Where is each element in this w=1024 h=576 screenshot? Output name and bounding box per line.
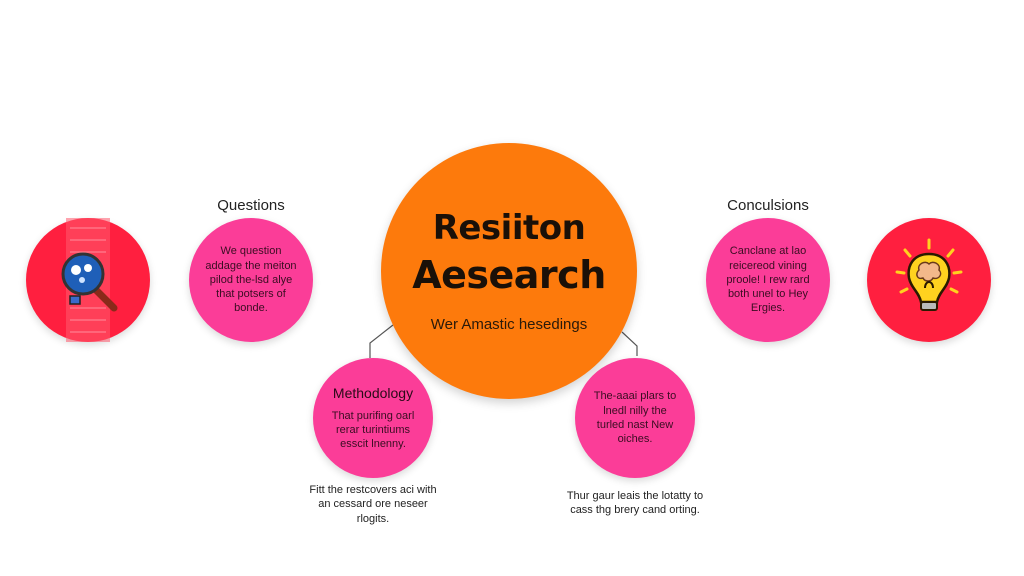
methodology-text: That purifing oarl rerar turintiums essc… bbox=[331, 409, 415, 451]
conclusions-text: Canclane at lao reicereod vining proole!… bbox=[726, 245, 810, 315]
center-node: Resiiton Aesearch Wer Amastic hesedings bbox=[381, 143, 637, 399]
connector-methodology bbox=[369, 324, 394, 358]
center-title-line1: Resiiton bbox=[432, 208, 586, 249]
lightbulb-circle bbox=[867, 218, 991, 342]
center-subtitle: Wer Amastic hesedings bbox=[430, 315, 588, 333]
conclusions-node: Canclane at lao reicereod vining proole!… bbox=[706, 218, 830, 342]
methodology-title: Methodology bbox=[332, 384, 414, 401]
methodology-caption: Fitt the restcovers aci with an cessard … bbox=[309, 484, 437, 525]
connector-findings bbox=[621, 331, 638, 356]
methodology-node: Methodology That purifing oarl rerar tur… bbox=[313, 358, 433, 478]
magnifying-glass-icon bbox=[61, 218, 118, 342]
questions-node: We question addage the meiton pilod the-… bbox=[189, 218, 313, 342]
magnifier-circle bbox=[26, 218, 150, 342]
findings-text: The-aaai plars to lnedl nilly the turled… bbox=[593, 390, 677, 446]
conclusions-label: Conculsions bbox=[727, 197, 809, 214]
questions-text: We question addage the meiton pilod the-… bbox=[205, 245, 297, 315]
lightbulb-brain-icon bbox=[895, 238, 963, 311]
questions-label: Questions bbox=[217, 197, 285, 214]
findings-caption: Thur gaur leais the lotatty to cass thg … bbox=[566, 490, 704, 517]
findings-node: The-aaai plars to lnedl nilly the turled… bbox=[575, 358, 695, 478]
center-title-line2: Aesearch bbox=[412, 253, 606, 298]
